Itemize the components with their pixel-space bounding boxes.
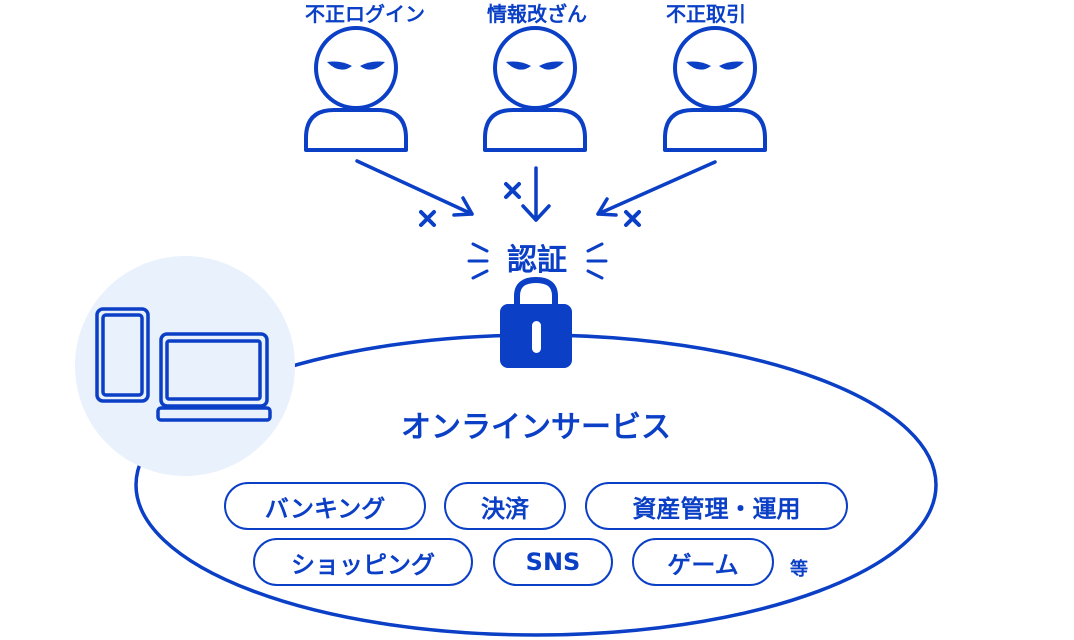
service-pill: バンキング: [224, 482, 426, 530]
device-circle: [75, 256, 295, 476]
arrow-icon: [521, 166, 551, 222]
auth-label: 認証: [507, 243, 567, 278]
attacker-icon: [304, 26, 408, 152]
attacker-label: 不正ログイン: [305, 2, 425, 26]
service-pill: ゲーム: [632, 538, 774, 586]
service-pill: ショッピング: [253, 538, 473, 586]
laptop-icon: [156, 332, 272, 422]
etc-label: 等: [790, 559, 808, 580]
padlock-icon: [500, 276, 572, 368]
attacker-label: 情報改ざん: [487, 2, 587, 26]
smartphone-icon: [95, 307, 150, 403]
arrow-icon: [596, 160, 717, 217]
blocked-x-icon: [419, 210, 436, 227]
service-pill: 資産管理・運用: [585, 482, 848, 530]
blocked-x-icon: [624, 210, 641, 227]
attacker-label: 不正取引: [666, 2, 746, 26]
blocked-x-icon: [504, 182, 521, 199]
attacker-icon: [483, 26, 587, 152]
service-pill: SNS: [493, 538, 613, 586]
service-pill: 決済: [444, 482, 566, 530]
auth-burst: [467, 242, 608, 280]
arrow-icon: [355, 159, 474, 217]
attacker-icon: [663, 26, 767, 152]
service-title: オンラインサービス: [401, 410, 671, 445]
